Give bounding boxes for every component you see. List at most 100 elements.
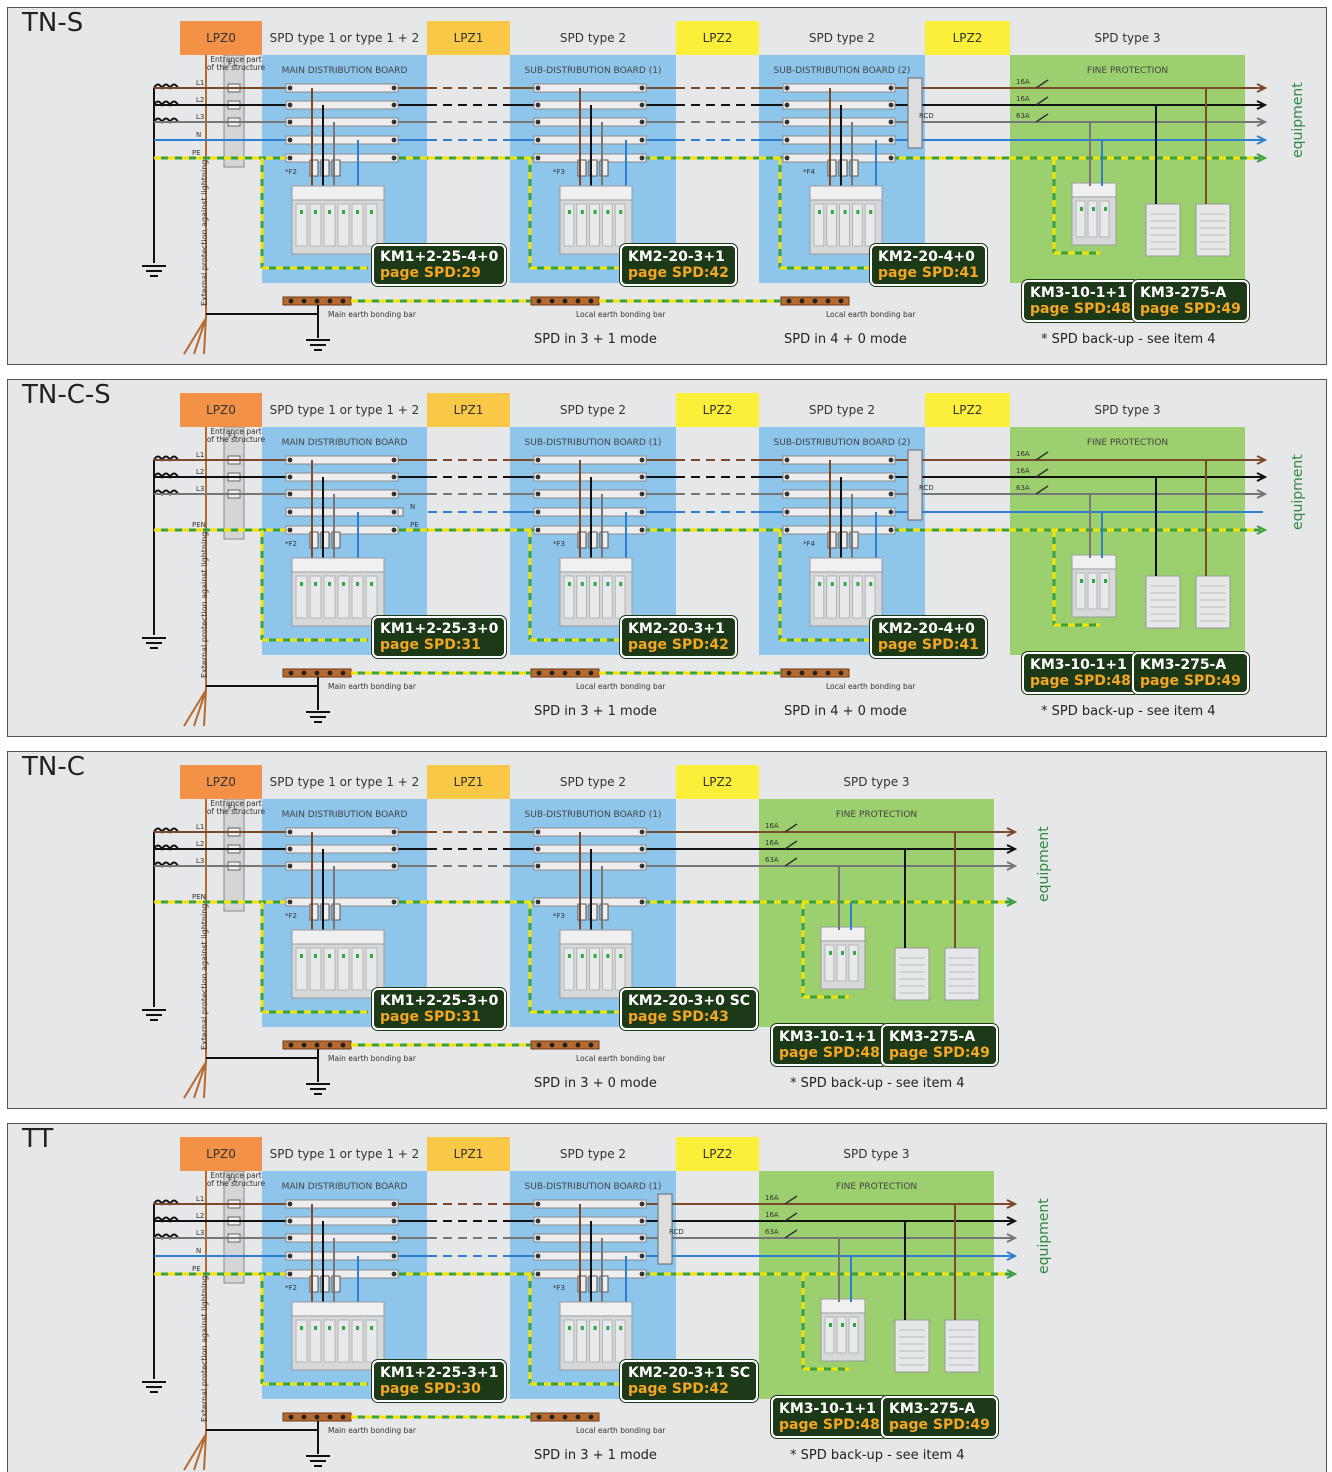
spd-module — [351, 1319, 364, 1363]
spd-indicator — [829, 1323, 832, 1327]
coil-icon — [153, 861, 179, 869]
tag-model: KM2-20-3+1 SC — [628, 1365, 751, 1381]
spd-indicator — [1092, 579, 1095, 583]
junction-dot — [535, 829, 541, 835]
junction-dot — [639, 155, 645, 161]
busbar — [533, 1199, 647, 1209]
spd-indicator — [328, 582, 331, 586]
local-bar-label: Local earth bonding bar — [576, 682, 666, 691]
junction-dot — [327, 1042, 333, 1048]
fuse-icon — [320, 159, 330, 177]
fuse-icon — [588, 531, 598, 549]
equipment-label: equipment — [1036, 1198, 1052, 1274]
system-title: TN-S — [22, 8, 84, 38]
spd-indicator — [1080, 207, 1083, 211]
junction-dot — [784, 527, 790, 533]
junction-dot — [536, 1042, 542, 1048]
spd-module — [824, 944, 835, 982]
fine-protection-label: FINE PROTECTION — [835, 1182, 918, 1192]
spd-indicator — [356, 582, 359, 586]
fuse-label: *F3 — [553, 540, 565, 548]
phase-label: L3 — [196, 113, 204, 121]
tag-model: KM1+2-25-3+1 — [380, 1365, 499, 1381]
junction-dot — [639, 1218, 645, 1224]
spd-module — [602, 1319, 613, 1363]
spd-module — [836, 1316, 847, 1354]
busbar — [782, 507, 896, 517]
busbar — [533, 455, 647, 465]
junction-dot — [639, 509, 645, 515]
phase-label: L3 — [196, 857, 204, 865]
junction-dot — [888, 457, 894, 463]
spd-device-top — [1071, 182, 1117, 198]
junction-dot — [535, 491, 541, 497]
spd-device-top — [291, 1301, 385, 1317]
phase-label: L1 — [196, 79, 204, 87]
junction-dot — [287, 829, 293, 835]
main-board-label: MAIN DISTRIBUTION BOARD — [281, 438, 408, 448]
junction-dot — [391, 1253, 397, 1259]
lpz0-header: LPZ0 — [180, 765, 262, 799]
junction-dot — [535, 457, 541, 463]
entrance-label: Entrance part of the structure — [206, 55, 266, 72]
arrow-icon — [1006, 897, 1018, 907]
phase-label: L3 — [196, 485, 204, 493]
tag-page: page SPD:41 — [878, 265, 979, 281]
spd-module — [602, 947, 613, 991]
junction-dot — [838, 670, 844, 676]
junction-dot — [639, 491, 645, 497]
junction-dot — [287, 846, 293, 852]
junction-dot — [535, 102, 541, 108]
breaker-icon — [784, 1212, 798, 1222]
fuse-icon — [838, 159, 848, 177]
tag-page: page SPD:42 — [628, 1381, 729, 1397]
breaker-label: 63A — [1016, 484, 1030, 492]
fuse-icon — [588, 159, 598, 177]
junction-dot — [799, 670, 805, 676]
tag-page: page SPD:30 — [380, 1381, 481, 1397]
lpz2-header-2: LPZ2 — [925, 21, 1010, 55]
busbar — [285, 153, 399, 163]
km3-275-device-icon — [1195, 203, 1231, 257]
backup-label: * SPD back-up - see item 4 — [1041, 704, 1216, 719]
junction-dot — [784, 491, 790, 497]
fuse-label: *F4 — [803, 168, 816, 176]
main-board-label: MAIN DISTRIBUTION BOARD — [281, 66, 408, 76]
spd-module — [295, 575, 308, 619]
spd-module — [295, 1319, 308, 1363]
breaker-label: 16A — [1016, 467, 1030, 475]
spd-module — [309, 947, 322, 991]
spd-indicator — [619, 582, 623, 586]
system-title: TN-C — [22, 752, 85, 782]
junction-dot — [287, 1201, 293, 1207]
spd3-header: SPD type 3 — [1094, 403, 1161, 417]
fuse-icon — [577, 903, 587, 921]
spd-module — [323, 203, 336, 247]
spd-indicator — [342, 210, 345, 214]
junction-dot — [888, 155, 894, 161]
fuse-icon — [849, 531, 859, 549]
junction-dot — [786, 670, 792, 676]
fuse-icon — [331, 531, 341, 549]
f1-label: F1 — [228, 1176, 236, 1184]
tag-page: page SPD:49 — [1140, 301, 1241, 317]
